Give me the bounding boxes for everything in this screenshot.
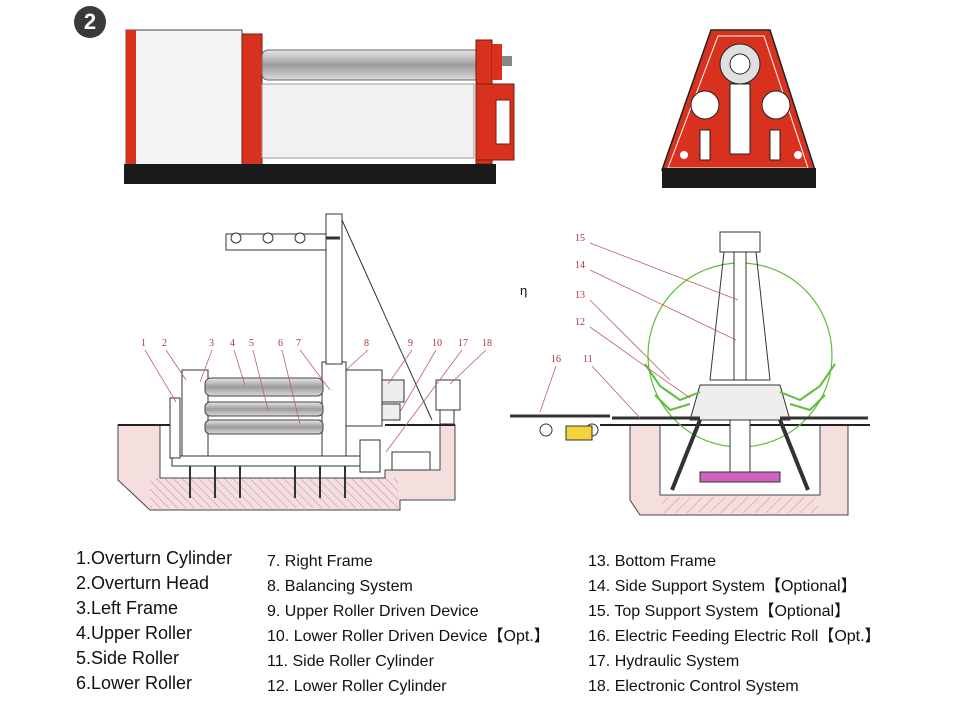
- callout-3: 3: [209, 338, 214, 349]
- callout-4: 4: [230, 338, 235, 349]
- legend-item: 8. Balancing System: [267, 578, 413, 595]
- callout-6: 6: [278, 338, 283, 349]
- legend-item: 6.Lower Roller: [76, 673, 193, 693]
- legend-item: 3.Left Frame: [76, 598, 179, 618]
- legend-column-1: 1.Overturn Cylinder 2.Overturn Head 3.Le…: [76, 546, 232, 696]
- legend-item: 10. Lower Roller Driven Device【Opt.】: [267, 628, 550, 645]
- legend-item: 15. Top Support System【Optional】: [588, 603, 851, 620]
- side-drawing: 15 14 13 12 16 11: [510, 231, 870, 516]
- front-view: [124, 29, 515, 184]
- legend-item: 1.Overturn Cylinder: [76, 548, 233, 568]
- callout-18: 18: [482, 338, 492, 349]
- callout-2: 2: [162, 338, 167, 349]
- legend-item: 11. Side Roller Cylinder: [267, 653, 434, 670]
- front-drawing: 1 2 3 4 5 6 7 8 9 10 17 18: [117, 213, 492, 511]
- callout-15: 15: [575, 233, 585, 244]
- legend-item: 13. Bottom Frame: [588, 553, 717, 570]
- callout-8: 8: [364, 338, 369, 349]
- legend-item: 7. Right Frame: [267, 553, 373, 570]
- legend-item: 17. Hydraulic System: [588, 653, 740, 670]
- callout-13: 13: [575, 290, 585, 301]
- callout-17: 17: [458, 338, 468, 349]
- legend-item: 18. Electronic Control System: [588, 678, 799, 695]
- callout-10: 10: [432, 338, 442, 349]
- legend-item: 4.Upper Roller: [76, 623, 193, 643]
- step-number-badge: 2: [74, 6, 106, 38]
- side-view: [660, 29, 817, 188]
- callout-5: 5: [249, 338, 254, 349]
- legend-item: 5.Side Roller: [76, 648, 180, 668]
- callout-14: 14: [575, 260, 585, 271]
- callout-12: 12: [575, 317, 585, 328]
- legend-item: 2.Overturn Head: [76, 573, 210, 593]
- legend-column-3: 13. Bottom Frame 14. Side Support System…: [588, 549, 881, 699]
- callout-7: 7: [296, 338, 301, 349]
- legend-item: 12. Lower Roller Cylinder: [267, 678, 447, 695]
- legend-item: 14. Side Support System【Optional】: [588, 578, 857, 595]
- callout-1: 1: [141, 338, 146, 349]
- stray-mark: η: [520, 283, 528, 298]
- legend-item: 16. Electric Feeding Electric Roll【Opt.】: [588, 628, 881, 645]
- callout-11: 11: [583, 354, 593, 365]
- callout-16: 16: [551, 354, 561, 365]
- callout-9: 9: [408, 338, 413, 349]
- legend-item: 9. Upper Roller Driven Device: [267, 603, 479, 620]
- legend-column-2: 7. Right Frame 8. Balancing System 9. Up…: [267, 549, 550, 699]
